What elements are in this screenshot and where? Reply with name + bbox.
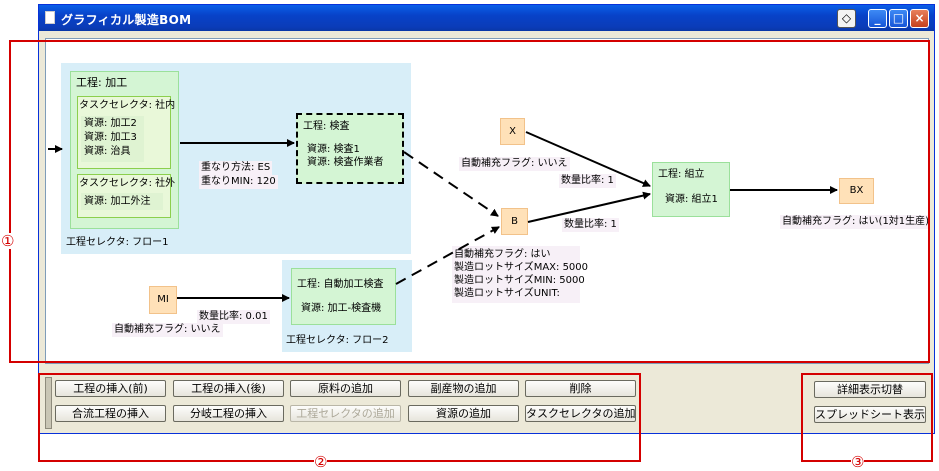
mi-ratio: 数量比率: 0.01	[197, 310, 270, 324]
task-selector-outsource-title: タスクセレクタ: 社外	[79, 178, 176, 189]
process-inspection[interactable]	[296, 113, 404, 184]
callout-2-number: ②	[314, 453, 328, 471]
insert-branch-process-button[interactable]: 分岐工程の挿入	[173, 405, 284, 422]
x-auto-replenish: 自動補充フラグ: いいえ	[459, 157, 570, 171]
x-ratio: 数量比率: 1	[559, 174, 616, 188]
selector-flow2-label: 工程セレクタ: フロー2	[286, 335, 389, 346]
add-process-selector-button[interactable]: 工程セレクタの追加	[290, 405, 401, 422]
item-bx[interactable]: BX	[839, 178, 874, 204]
process-assembly[interactable]	[652, 162, 730, 217]
process-machining-title: 工程: 加工	[76, 76, 128, 89]
bom-diagram-canvas[interactable]: 工程: 加工 タスクセレクタ: 社内 資源: 加工2 資源: 加工3 資源: 治…	[45, 38, 929, 364]
callout-1-number: ①	[1, 232, 15, 250]
resource-machine-inspector[interactable]: 資源: 加工-検査機	[301, 303, 382, 314]
insert-process-before-button[interactable]: 工程の挿入(前)	[55, 380, 166, 397]
arrow-inspection-b	[403, 151, 499, 217]
process-assembly-title: 工程: 組立	[658, 169, 705, 180]
title-bar: グラフィカル製造BOM ◇ _ □ ×	[39, 5, 934, 31]
resource-machining2[interactable]: 資源: 加工2	[84, 118, 137, 129]
item-x[interactable]: X	[500, 118, 525, 145]
resource-inspector[interactable]: 資源: 検査作業者	[307, 157, 384, 168]
close-button[interactable]: ×	[910, 9, 929, 28]
item-mi[interactable]: MI	[149, 286, 177, 314]
callout-1-frame	[9, 40, 930, 363]
add-task-selector-button[interactable]: タスクセレクタの追加	[525, 405, 636, 422]
resource-assembly1[interactable]: 資源: 組立1	[665, 194, 718, 205]
callout-3-number: ③	[851, 453, 865, 471]
add-resource-button[interactable]: 資源の追加	[408, 405, 519, 422]
show-spreadsheet-button[interactable]: スプレッドシート表示	[814, 406, 926, 423]
arrow-b-assembly	[527, 191, 651, 223]
callout-2-frame	[38, 373, 641, 462]
process-auto-title: 工程: 自動加工検査	[297, 279, 384, 290]
selector-flow1-label: 工程セレクタ: フロー1	[66, 237, 169, 248]
bx-auto-replenish: 自動補充フラグ: はい(1対1生産)	[780, 215, 928, 229]
arrow-x-assembly	[525, 131, 651, 187]
b-lot-min: 製造ロットサイズMIN: 5000	[454, 275, 585, 286]
add-byproduct-button[interactable]: 副産物の追加	[408, 380, 519, 397]
task-selector-inhouse-title: タスクセレクタ: 社内	[79, 100, 176, 111]
toggle-detail-button[interactable]: 詳細表示切替	[814, 381, 926, 398]
mi-auto-replenish: 自動補充フラグ: いいえ	[112, 323, 223, 337]
document-icon	[45, 11, 55, 24]
overlap-method: 重なり方法: ES	[199, 161, 273, 175]
b-lot-max: 製造ロットサイズMAX: 5000	[454, 262, 589, 273]
delete-button[interactable]: 削除	[525, 380, 636, 397]
b-ratio: 数量比率: 1	[562, 218, 619, 232]
toolbar-grip[interactable]	[45, 377, 52, 429]
window-title: グラフィカル製造BOM	[61, 13, 192, 27]
resource-list-outsource	[81, 193, 163, 210]
resource-jig[interactable]: 資源: 治具	[84, 146, 131, 157]
resource-inspect1[interactable]: 資源: 検査1	[307, 144, 360, 155]
resource-list-inhouse	[81, 116, 144, 162]
b-auto-replenish: 自動補充フラグ: はい	[454, 249, 551, 260]
callout-3-frame	[801, 373, 933, 462]
help-button[interactable]: ◇	[837, 9, 856, 28]
b-info-box	[452, 246, 580, 303]
overlap-min: 重なりMIN: 120	[199, 175, 278, 189]
add-material-button[interactable]: 原料の追加	[290, 380, 401, 397]
process-auto-machining-inspection[interactable]	[291, 268, 396, 325]
maximize-button[interactable]: □	[889, 9, 908, 28]
arrow-auto-b	[395, 226, 500, 285]
insert-process-after-button[interactable]: 工程の挿入(後)	[173, 380, 284, 397]
insert-merge-process-button[interactable]: 合流工程の挿入	[55, 405, 166, 422]
process-inspection-title: 工程: 検査	[303, 121, 350, 132]
resource-machining3[interactable]: 資源: 加工3	[84, 132, 137, 143]
b-lot-unit: 製造ロットサイズUNIT:	[454, 288, 560, 299]
resource-outsource[interactable]: 資源: 加工外注	[84, 196, 151, 207]
item-b[interactable]: B	[501, 208, 528, 235]
flow-arrows	[48, 131, 838, 302]
minimize-button[interactable]: _	[868, 9, 887, 28]
app-window: グラフィカル製造BOM ◇ _ □ × 工程: 加工 タスクセレクタ: 社内 資…	[38, 4, 935, 434]
